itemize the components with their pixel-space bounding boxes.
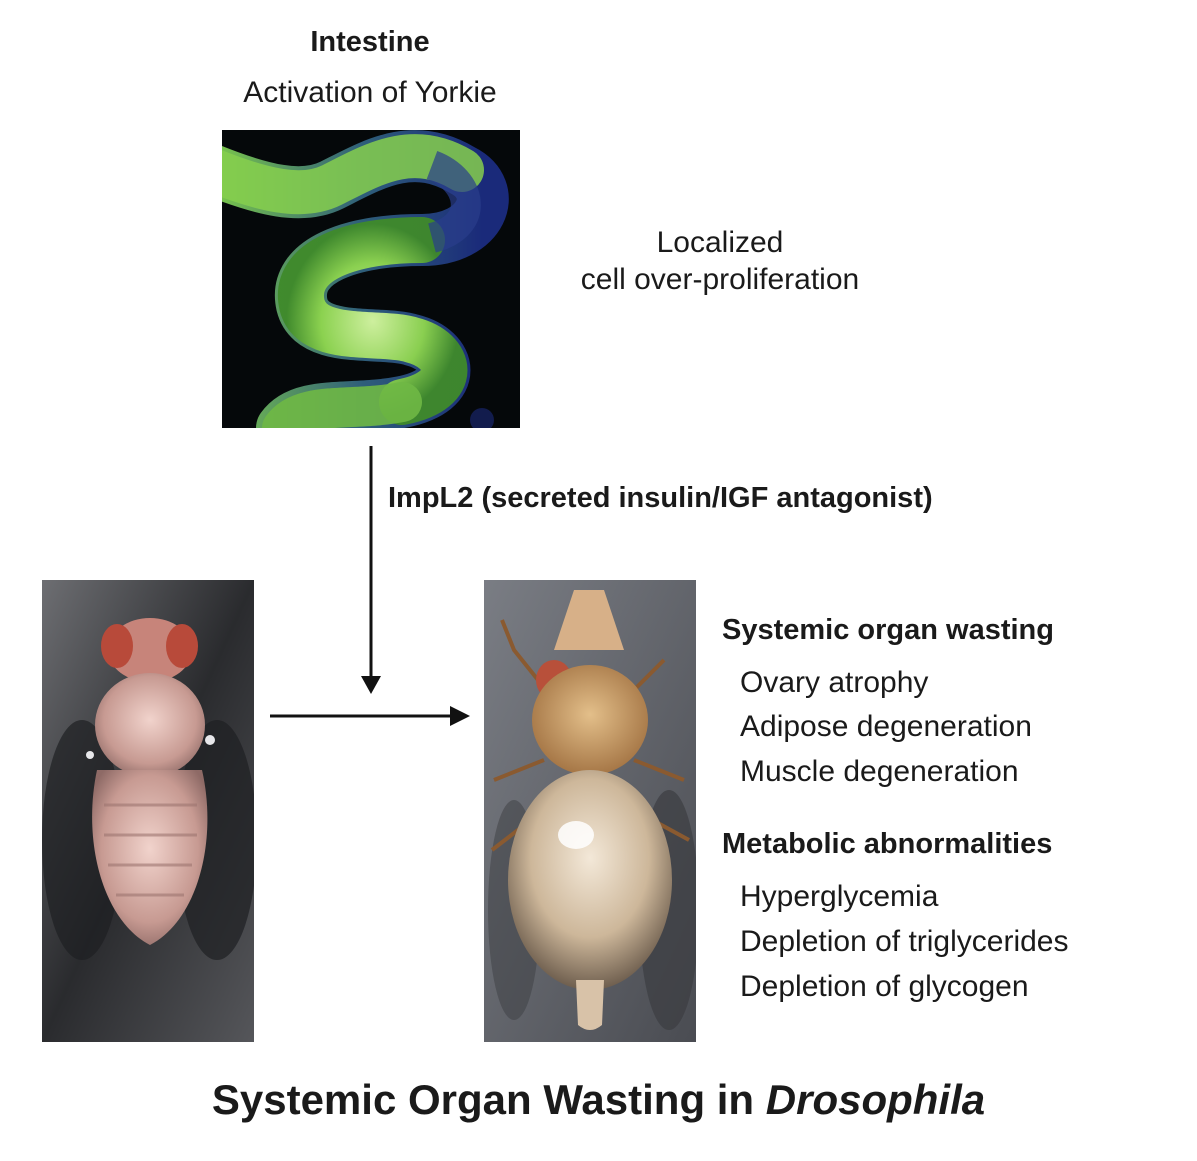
impl2-label: ImpL2 (secreted insulin/IGF antagonist) <box>388 482 933 514</box>
figure-title: Systemic Organ Wasting in Drosophila <box>0 1076 1197 1124</box>
normal-fly-image <box>42 580 254 1042</box>
right-arrow <box>270 706 470 726</box>
wasted-fly-image <box>484 580 696 1042</box>
systemic-item-adipose: Adipose degeneration <box>740 710 1032 743</box>
figure-title-italic: Drosophila <box>765 1076 986 1123</box>
proliferation-line2: cell over-proliferation <box>580 263 860 296</box>
intestine-image <box>222 130 520 428</box>
intestine-heading: Intestine <box>310 26 430 58</box>
systemic-item-ovary: Ovary atrophy <box>740 666 929 699</box>
systemic-heading: Systemic organ wasting <box>722 614 1054 646</box>
intestine-subheading: Activation of Yorkie <box>243 76 497 109</box>
proliferation-line1: Localized <box>656 226 784 259</box>
metabolic-heading: Metabolic abnormalities <box>722 828 1053 860</box>
figure-title-prefix: Systemic Organ Wasting in <box>211 1076 766 1123</box>
metabolic-item-hyperglycemia: Hyperglycemia <box>740 880 939 913</box>
down-arrow <box>361 446 381 694</box>
metabolic-item-triglycerides: Depletion of triglycerides <box>740 925 1069 958</box>
systemic-item-muscle: Muscle degeneration <box>740 755 1019 788</box>
metabolic-item-glycogen: Depletion of glycogen <box>740 970 1029 1003</box>
